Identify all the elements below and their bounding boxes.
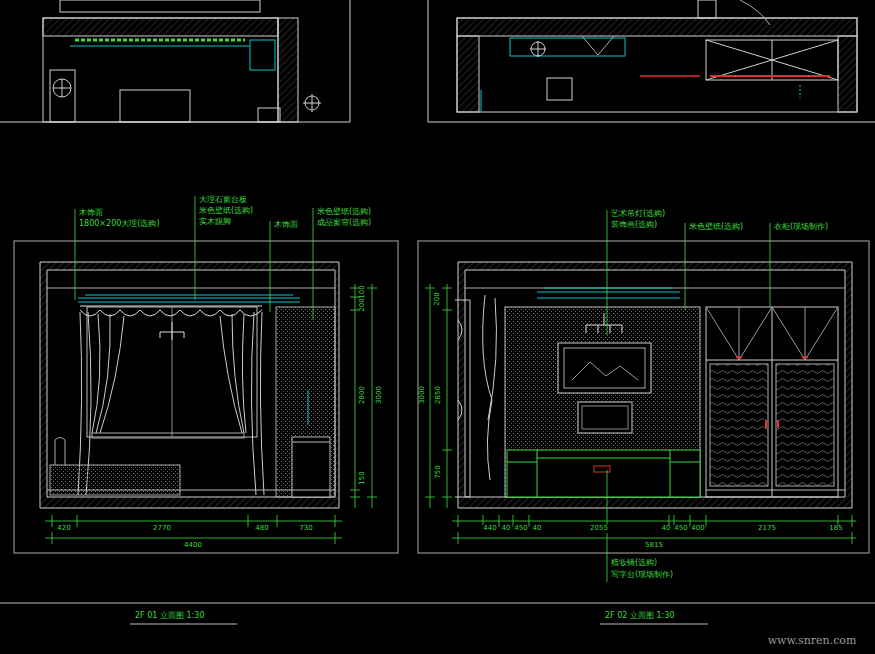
callout-text: 装饰画(选购) <box>610 221 658 230</box>
callout-text: 1800×200大理(选购) <box>78 220 161 229</box>
watermark: www.snren.com <box>767 635 858 647</box>
callout-text: 衣柜(现场制作) <box>773 223 829 232</box>
callout-text: 木饰面 <box>273 221 299 230</box>
callout-text: 大理石窗台板 <box>198 196 248 205</box>
dimension-text: 420 <box>56 525 71 533</box>
dimension-text: 40 <box>532 525 543 533</box>
dimension-text: 150 <box>359 470 367 485</box>
callout-text: 写字台(现场制作) <box>610 571 674 580</box>
dimension-text: 3000 <box>376 385 384 405</box>
dimension-text: 4400 <box>183 542 203 550</box>
callout-text: 米色壁纸(选购) <box>316 208 372 217</box>
dimension-text: 440 <box>482 525 497 533</box>
dimension-text: 400 <box>690 525 705 533</box>
view-title: 2F 01 立面图 1:30 <box>134 612 205 621</box>
dimension-text: 2800 <box>359 385 367 405</box>
callout-text: 成品窗帘(选购) <box>316 219 372 228</box>
dimension-text: 450 <box>513 525 528 533</box>
dimension-text: 185 <box>828 525 843 533</box>
dimension-text: 3000 <box>419 385 427 405</box>
callout-text: 米色壁纸(选购) <box>688 223 744 232</box>
dimension-text: 2175 <box>757 525 777 533</box>
callout-text: 实木踢脚 <box>198 218 232 227</box>
dimension-text: 2770 <box>152 525 172 533</box>
view-title: 2F 02 立面图 1:30 <box>604 612 675 621</box>
callout-text: 木饰面 <box>78 209 104 218</box>
dimension-text: 2055 <box>589 525 609 533</box>
dimension-text: 200 <box>434 291 442 306</box>
callout-text: 艺术吊灯(选购) <box>610 210 666 219</box>
dimension-text: 200 <box>359 297 367 312</box>
dimension-text: 5815 <box>644 542 664 550</box>
dimension-text: 40 <box>661 525 672 533</box>
dimension-text: 480 <box>254 525 269 533</box>
callout-text: 梳妆镜(选购) <box>610 559 658 568</box>
dimension-text: 730 <box>298 525 313 533</box>
callout-text: 米色壁纸(选购) <box>198 207 254 216</box>
dimension-text: 750 <box>435 464 443 479</box>
dimension-text: 450 <box>673 525 688 533</box>
dimension-text: 40 <box>501 525 512 533</box>
dimension-text: 2850 <box>435 385 443 405</box>
